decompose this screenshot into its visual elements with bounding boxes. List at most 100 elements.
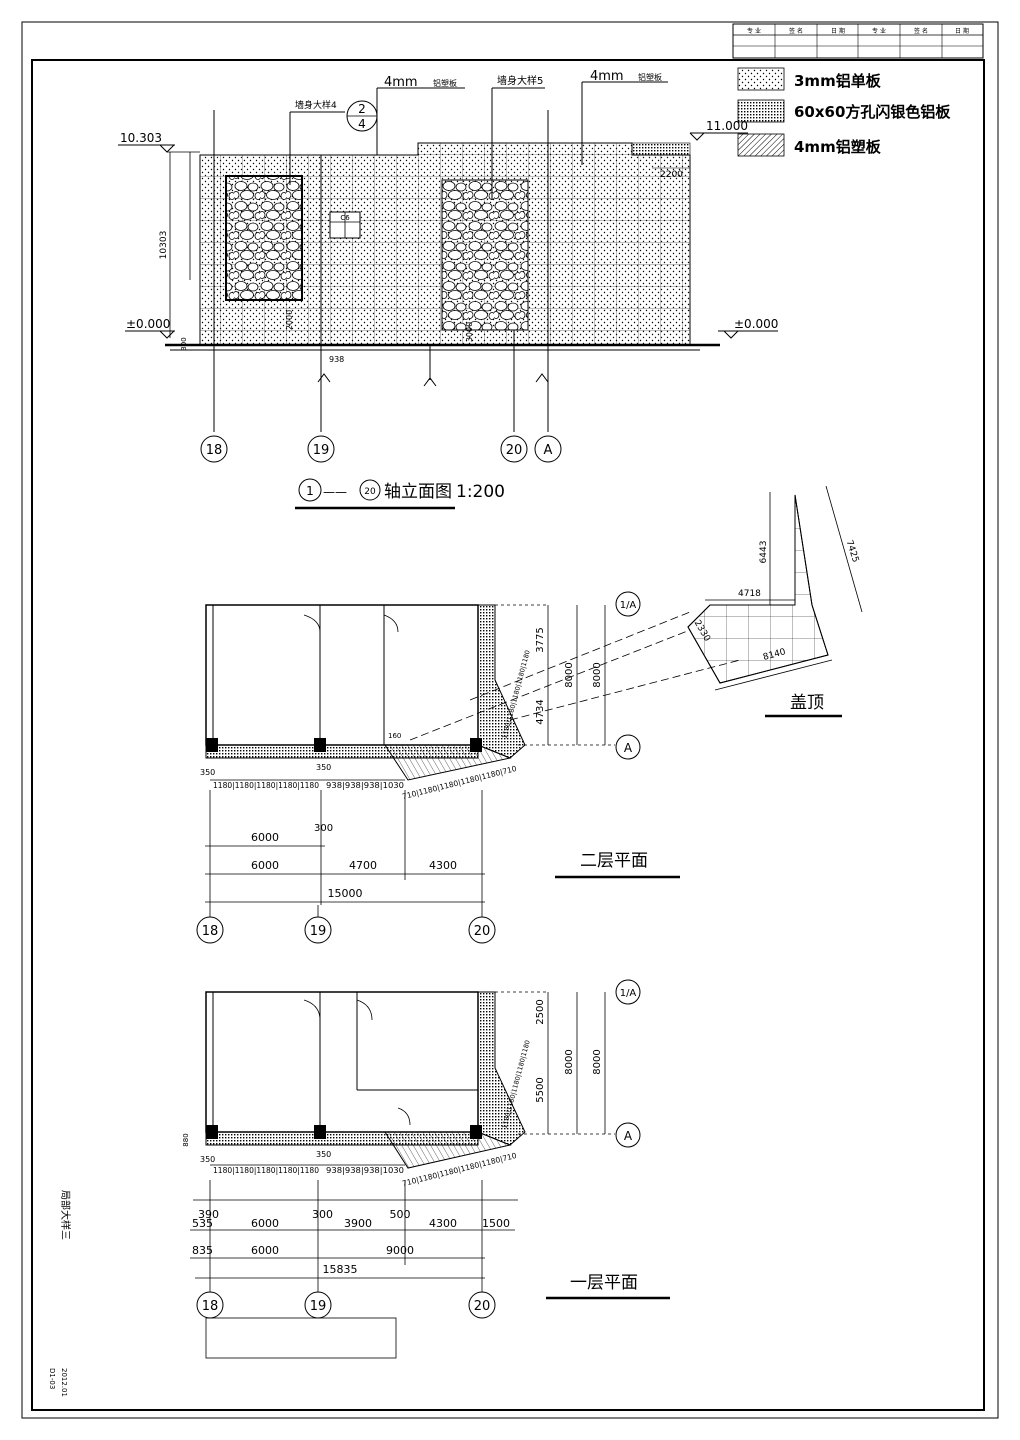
first-floor-plan: 2500 5500 8000 8000 1/A A 1180|1180|1180… [182, 979, 670, 1359]
dim-3775: 3775 [535, 627, 546, 652]
axis-label: 18 [206, 443, 223, 458]
floor2-title: 二层平面 [580, 851, 648, 871]
title-block-header: 签 名 [789, 27, 803, 35]
axis-bubble-19 [304, 916, 332, 944]
roof-dim-7425: 7425 [844, 539, 861, 564]
axis-label: 19 [310, 924, 327, 939]
dim-835: 835 [192, 1244, 213, 1257]
elevation-title-to: 20 [364, 487, 376, 497]
level-top-left: 10.303 [120, 131, 162, 145]
dim-2500: 2500 [535, 999, 546, 1024]
dim-6000: 6000 [251, 859, 279, 872]
dim-938: 938 [329, 355, 344, 364]
axis-bubble-19 [307, 435, 335, 463]
drawing-date: 2012.01 [60, 1368, 68, 1397]
axis-bubble-A [534, 435, 562, 463]
dim-8000: 8000 [564, 662, 575, 687]
dim-300: 300 [180, 337, 188, 350]
roof-dim-6443: 6443 [759, 541, 769, 564]
inner-border [31, 59, 985, 1411]
dim-535: 535 [192, 1217, 213, 1230]
stone-panel-right [441, 179, 529, 331]
axis-label: 20 [474, 1299, 491, 1314]
legend-swatch-dense [737, 99, 785, 123]
level-top-right: 11.000 [706, 119, 748, 133]
callout-detail5: 墙身大样5 [497, 74, 543, 87]
dim-row-segments: 1180|1180|1180|1180|1180 [213, 781, 319, 790]
title-block-header: 日 期 [955, 27, 969, 35]
sheet-number: D1-03 [48, 1368, 56, 1389]
roof-dim-4718: 4718 [738, 589, 761, 599]
legend-swatch-hatch [737, 133, 785, 157]
dim-350: 350 [200, 768, 215, 777]
dim-500: 500 [390, 1208, 411, 1221]
dim-300: 300 [312, 1208, 333, 1221]
axis-label: A [624, 741, 633, 755]
dim-8000: 8000 [564, 1049, 575, 1074]
dim-8000: 8000 [592, 662, 603, 687]
title-block-header: 专 业 [747, 27, 761, 35]
axis-bubble-20 [500, 435, 528, 463]
axis-bubble-18 [200, 435, 228, 463]
axis-label: 19 [310, 1299, 327, 1314]
roof-title: 盖顶 [790, 693, 824, 713]
elevation-title-text: 轴立面图 [384, 482, 452, 502]
legend-label: 3mm铝单板 [794, 72, 882, 90]
dim-4300: 4300 [429, 1217, 457, 1230]
callout-panel-right: 4mm [590, 69, 624, 84]
axis-label: 20 [506, 443, 523, 458]
axis-label: 20 [474, 924, 491, 939]
dim-4700: 4700 [349, 859, 377, 872]
title-block-header: 签 名 [914, 27, 928, 35]
side-note: 局部大样三 2012.01 D1-03 [48, 1190, 72, 1397]
dim-8000: 8000 [592, 1049, 603, 1074]
axis-label: 19 [313, 443, 330, 458]
level-zero-left: ±0.000 [126, 317, 170, 331]
dim-row-segments: 1180|1180|1180|1180|1180 [213, 1166, 319, 1175]
dim-2000: 2000 [285, 310, 294, 330]
outer-border [21, 21, 999, 1419]
axis-label: 1/A [620, 988, 637, 999]
section-sheet: 4 [358, 117, 366, 131]
dim-row-segments-2: 938|938|938|1030 [326, 781, 404, 790]
dim-6000: 6000 [251, 1217, 279, 1230]
elevation-title-from: 1 [306, 484, 314, 498]
dim-350: 350 [316, 763, 331, 772]
axis-label: A [624, 1129, 633, 1143]
dim-6000: 6000 [251, 831, 279, 844]
dim-3900: 3900 [344, 1217, 372, 1230]
callout-panel-right-sub: 铝塑板 [638, 72, 662, 82]
elevation-scale: 1:200 [456, 482, 505, 502]
second-floor-plan: 3775 4734 8000 8000 1/A A 1180|1180|1180… [196, 591, 680, 944]
dim-row-segments-2: 938|938|938|1030 [326, 1166, 404, 1175]
dim-4734: 4734 [535, 699, 546, 724]
dim-2200: 2200 [660, 170, 683, 180]
title-block-header: 专 业 [872, 27, 886, 35]
callout-panel-left: 4mm [384, 75, 418, 90]
axis-bubble-20 [468, 916, 496, 944]
dim-15000: 15000 [328, 887, 363, 900]
axis-bubble-1A [615, 591, 641, 617]
axis-bubble-1A [615, 979, 641, 1005]
axis-label: 1/A [620, 600, 637, 611]
dim-390: 390 [198, 1208, 219, 1221]
dim-160: 160 [388, 732, 401, 740]
material-legend: 3mm铝单板 60x60方孔闪银色铝板 4mm铝塑板 [737, 67, 951, 157]
level-zero-right: ±0.000 [734, 317, 778, 331]
top-band [631, 142, 691, 156]
dim-880: 880 [182, 1133, 190, 1146]
stone-panel-left [225, 175, 303, 301]
axis-label: 18 [202, 1299, 219, 1314]
roof-plan: 6443 7425 4718 2330 8140 盖顶 [409, 485, 863, 741]
axis-bubble-A [615, 1122, 641, 1148]
elevation-title-dash: —— [323, 485, 347, 499]
dim-1500: 1500 [482, 1217, 510, 1230]
dim-15835: 15835 [323, 1263, 358, 1276]
dim-350: 350 [200, 1155, 215, 1164]
section-number: 2 [358, 102, 366, 116]
floor1-title: 一层平面 [570, 1273, 638, 1293]
axis-label: 18 [202, 924, 219, 939]
dim-height: 10303 [159, 231, 169, 260]
dim-6000: 6000 [251, 1244, 279, 1257]
